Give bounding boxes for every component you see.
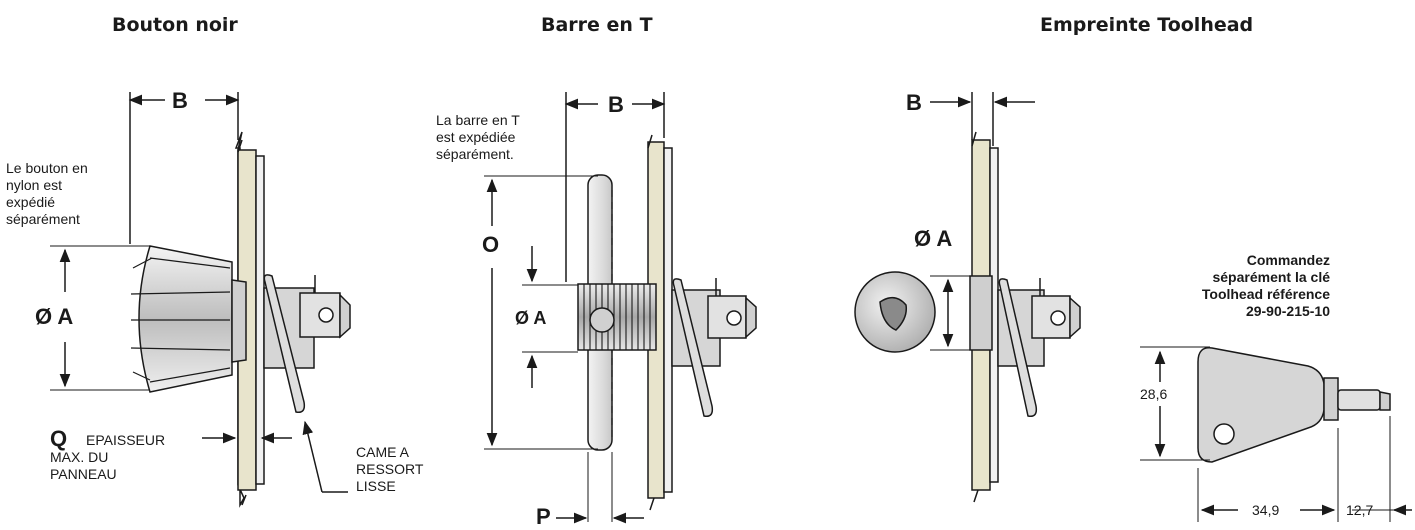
t-bar-dim-b-label: B xyxy=(608,92,624,117)
t-bar-note-line: La barre en T xyxy=(436,112,520,128)
toolhead-dim-b-label: B xyxy=(906,90,922,115)
knob-dim-b-label: B xyxy=(172,88,188,113)
t-bar-note: La barre en T est expédiée séparément. xyxy=(436,112,556,163)
key-height-label: 28,6 xyxy=(1140,386,1168,402)
t-bar-dim-p-label: P xyxy=(536,504,551,529)
t-bar-title: Barre en T xyxy=(541,14,653,36)
knob-thickness-line: EPAISSEUR xyxy=(86,432,166,448)
knob-cam-line: LISSE xyxy=(356,478,396,494)
knob-thickness-line: MAX. DU xyxy=(50,449,109,465)
knob-dim-a-label: Ø A xyxy=(35,304,74,329)
knob-note-line: Le bouton en xyxy=(6,160,88,176)
key-width-label: 34,9 xyxy=(1252,502,1280,518)
knob-note-line: expédié xyxy=(6,194,56,210)
toolhead-dim-a-label: Ø A xyxy=(914,226,953,251)
t-bar-dim-a-label: Ø A xyxy=(515,308,547,328)
t-bar-note-line: séparément. xyxy=(436,146,514,162)
order-note-line: Toolhead référence xyxy=(1201,286,1330,302)
knob-cam-note: CAME A RESSORT LISSE xyxy=(356,444,423,495)
toolhead-drawing xyxy=(854,92,1412,522)
toolhead-title: Empreinte Toolhead xyxy=(1040,14,1254,36)
black-knob-title: Bouton noir xyxy=(112,14,238,36)
black-knob-drawing xyxy=(50,92,351,508)
toolhead-order-note: Commandez séparément la clé Toolhead réf… xyxy=(1150,252,1330,320)
order-note-line: séparément la clé xyxy=(1212,269,1330,285)
t-bar-drawing xyxy=(484,92,757,524)
knob-cam-line: RESSORT xyxy=(356,461,424,477)
t-bar-note-line: est expédiée xyxy=(436,129,516,145)
knob-note: Le bouton en nylon est expédié séparémen… xyxy=(6,160,136,228)
knob-dim-q-label: Q xyxy=(50,426,68,451)
order-note-line: Commandez xyxy=(1246,252,1330,268)
knob-thickness-line: PANNEAU xyxy=(50,466,117,482)
shaft-length-label: 12,7 xyxy=(1346,502,1374,518)
t-bar-dim-o-label: O xyxy=(482,232,500,257)
knob-note-line: séparément xyxy=(6,211,80,227)
knob-note-line: nylon est xyxy=(6,177,63,193)
knob-cam-line: CAME A xyxy=(356,444,409,460)
order-note-line: 29-90-215-10 xyxy=(1245,303,1330,319)
